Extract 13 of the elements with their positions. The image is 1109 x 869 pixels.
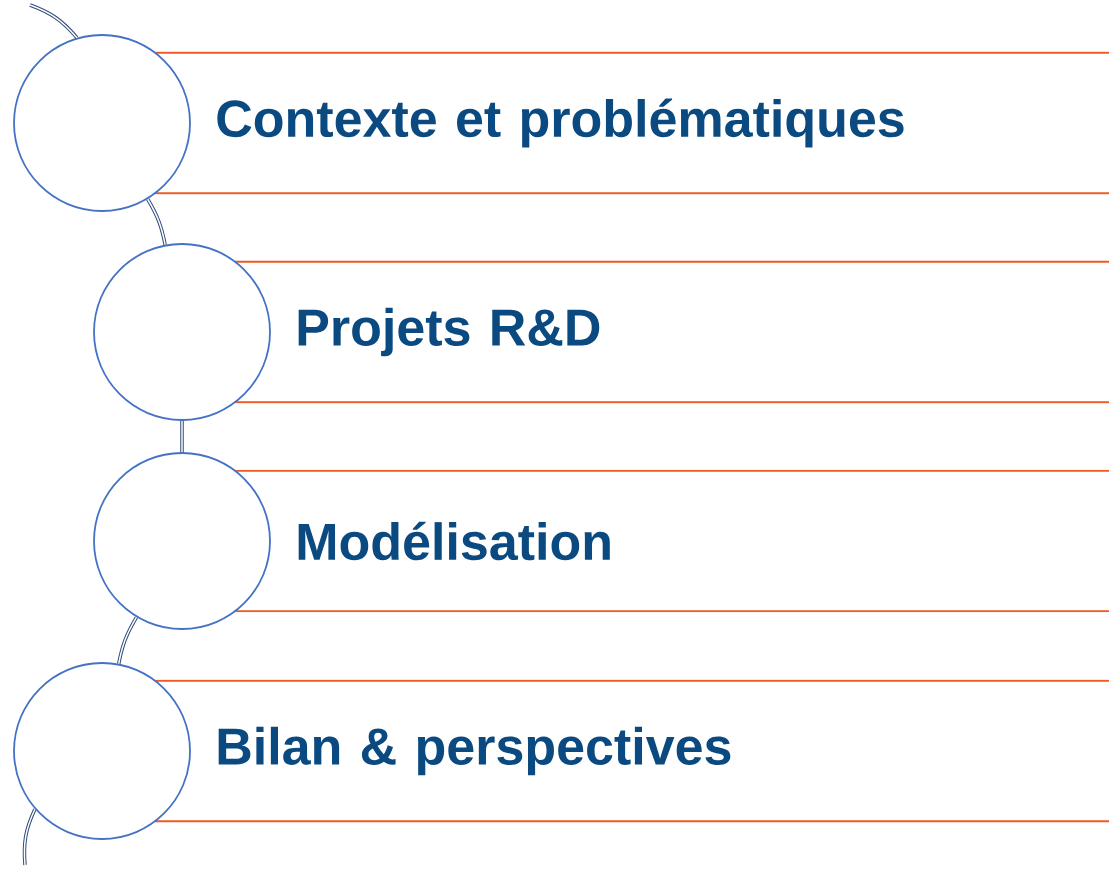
circle <box>13 34 191 212</box>
circle <box>13 662 191 840</box>
band: Bilan & perspectives <box>154 679 1109 823</box>
connector <box>180 420 184 453</box>
connector <box>29 3 79 39</box>
circle <box>93 243 271 421</box>
circle <box>93 452 271 630</box>
band: Modélisation <box>234 469 1109 613</box>
connector <box>22 808 37 866</box>
band: Projets R&D <box>234 260 1109 404</box>
band: Contexte et problématiques <box>154 51 1109 195</box>
connector <box>117 616 138 665</box>
connector <box>146 198 167 246</box>
